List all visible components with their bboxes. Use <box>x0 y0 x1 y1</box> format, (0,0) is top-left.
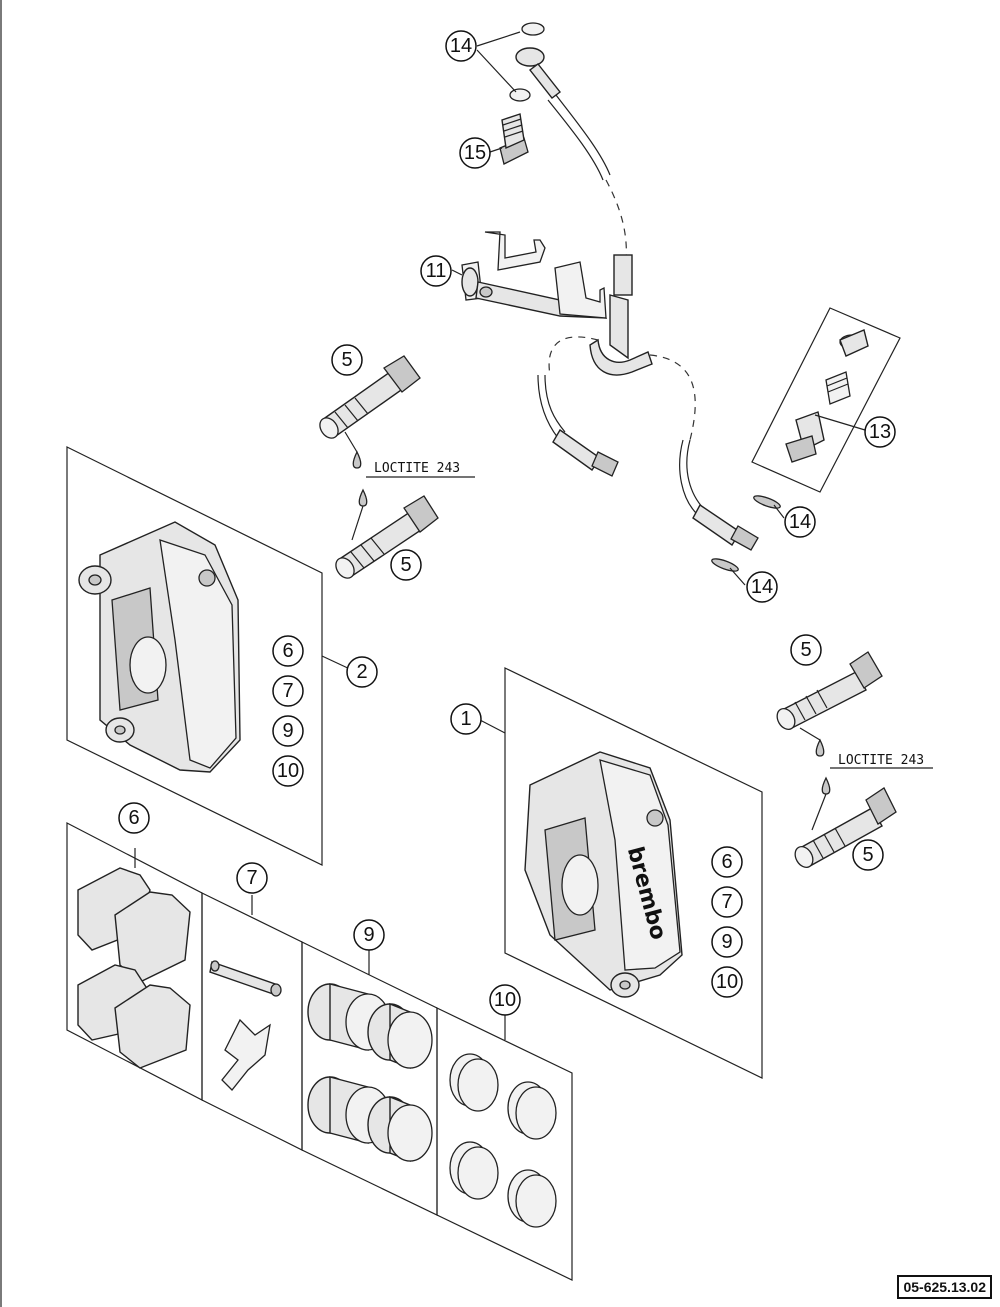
left-caliper-frame <box>66 446 323 866</box>
svg-text:2: 2 <box>356 661 367 683</box>
hose-ferrule <box>613 254 633 296</box>
bleed-screw <box>499 113 529 165</box>
callout-kit-seals: 10 <box>489 984 521 1016</box>
callout-left-list-pads: 6 <box>272 635 304 667</box>
copper-washer-top <box>521 22 545 36</box>
svg-text:13: 13 <box>869 421 891 443</box>
hose-left-branch <box>544 374 566 433</box>
pin-kit-frame <box>201 892 303 1151</box>
svg-text:1: 1 <box>460 708 471 730</box>
svg-text:9: 9 <box>282 720 293 742</box>
copper-washer-middle <box>509 88 531 102</box>
right-mounting-screw-upper <box>776 651 883 730</box>
hose-elbow <box>589 338 653 376</box>
svg-text:5: 5 <box>341 349 352 371</box>
svg-text:11: 11 <box>426 260 447 282</box>
hose-right-end-fitting <box>692 503 741 546</box>
callout-right-screw-lower: 5 <box>852 839 884 871</box>
svg-text:7: 7 <box>282 680 293 702</box>
svg-text:10: 10 <box>277 760 299 782</box>
svg-text:7: 7 <box>246 867 257 889</box>
svg-text:5: 5 <box>800 639 811 661</box>
svg-text:15: 15 <box>464 142 486 164</box>
callout-right-list-pads: 6 <box>711 846 743 878</box>
callout-bleed-screw: 15 <box>459 137 491 169</box>
hose-bracket <box>461 231 608 319</box>
callout-kit-pads: 6 <box>118 802 150 834</box>
banjo-neck <box>529 63 561 99</box>
callout-kit-pin: 7 <box>236 862 268 894</box>
callout-right-list-pistons: 9 <box>711 926 743 958</box>
svg-text:5: 5 <box>400 554 411 576</box>
svg-text:6: 6 <box>282 640 293 662</box>
loctite-drop-left-upper <box>352 450 362 469</box>
loctite-drop-right-lower <box>821 776 831 795</box>
piston-seals <box>449 1053 557 1228</box>
callout-left-screw-upper: 5 <box>331 344 363 376</box>
loctite-note-right: LOCTITE 243 <box>838 753 924 768</box>
left-mounting-screw-upper <box>319 355 421 439</box>
callout-right-list-pin: 7 <box>711 886 743 918</box>
brake-pads <box>77 867 191 1069</box>
bleeder-kit-outline <box>751 307 901 493</box>
svg-text:14: 14 <box>751 576 773 598</box>
caliper-pistons <box>307 983 433 1163</box>
callout-hose-washer-upper: 14 <box>784 506 816 538</box>
callout-hose-bracket: 11 <box>420 255 452 287</box>
callout-left-list-pistons: 9 <box>272 715 304 747</box>
banjo-fitting <box>515 47 545 67</box>
svg-text:6: 6 <box>128 807 139 829</box>
svg-text:9: 9 <box>721 931 732 953</box>
svg-text:10: 10 <box>494 989 516 1011</box>
svg-text:14: 14 <box>789 511 811 533</box>
pad-pin-and-spring <box>209 960 282 1091</box>
callout-left-list-pin: 7 <box>272 675 304 707</box>
brake-hose-assembly <box>509 22 759 551</box>
right-caliper-frame <box>504 667 763 1079</box>
left-caliper <box>78 521 241 773</box>
loctite-note-left: LOCTITE 243 <box>374 461 460 476</box>
svg-text:5: 5 <box>862 844 873 866</box>
callout-left-screw-lower: 5 <box>390 549 422 581</box>
svg-text:7: 7 <box>721 891 732 913</box>
callout-left-caliper: 2 <box>346 656 378 688</box>
callout-left-list-seals: 10 <box>272 755 304 787</box>
drawing-number: 05-625.13.02 <box>897 1275 992 1299</box>
left-mounting-screw-lower <box>335 495 439 579</box>
right-mounting-screw-lower <box>794 787 897 868</box>
callout-right-caliper: 1 <box>450 703 482 735</box>
callout-right-screw-upper: 5 <box>790 634 822 666</box>
callout-hose-top-washers: 14 <box>445 30 477 62</box>
loctite-drop-left-lower <box>358 488 368 507</box>
loctite-drop-right-upper <box>815 738 825 757</box>
seals-kit-frame <box>436 1007 573 1281</box>
svg-text:6: 6 <box>721 851 732 873</box>
svg-text:14: 14 <box>450 35 472 57</box>
callout-bleeder-kit: 13 <box>864 416 896 448</box>
right-caliper: brembo <box>524 751 683 998</box>
callout-kit-pistons: 9 <box>353 919 385 951</box>
callout-right-list-seals: 10 <box>711 966 743 998</box>
hose-routing-dashed <box>605 179 627 263</box>
hose-washer-lower <box>711 558 739 572</box>
hose-washer-upper <box>753 495 781 509</box>
hose-left-end-fitting <box>552 428 601 471</box>
hose-right-branch <box>686 439 706 511</box>
svg-text:10: 10 <box>716 971 738 993</box>
hose-upper <box>555 94 611 176</box>
bleeder-kit <box>751 307 901 493</box>
svg-text:9: 9 <box>363 924 374 946</box>
callout-hose-washer-lower: 14 <box>746 571 778 603</box>
